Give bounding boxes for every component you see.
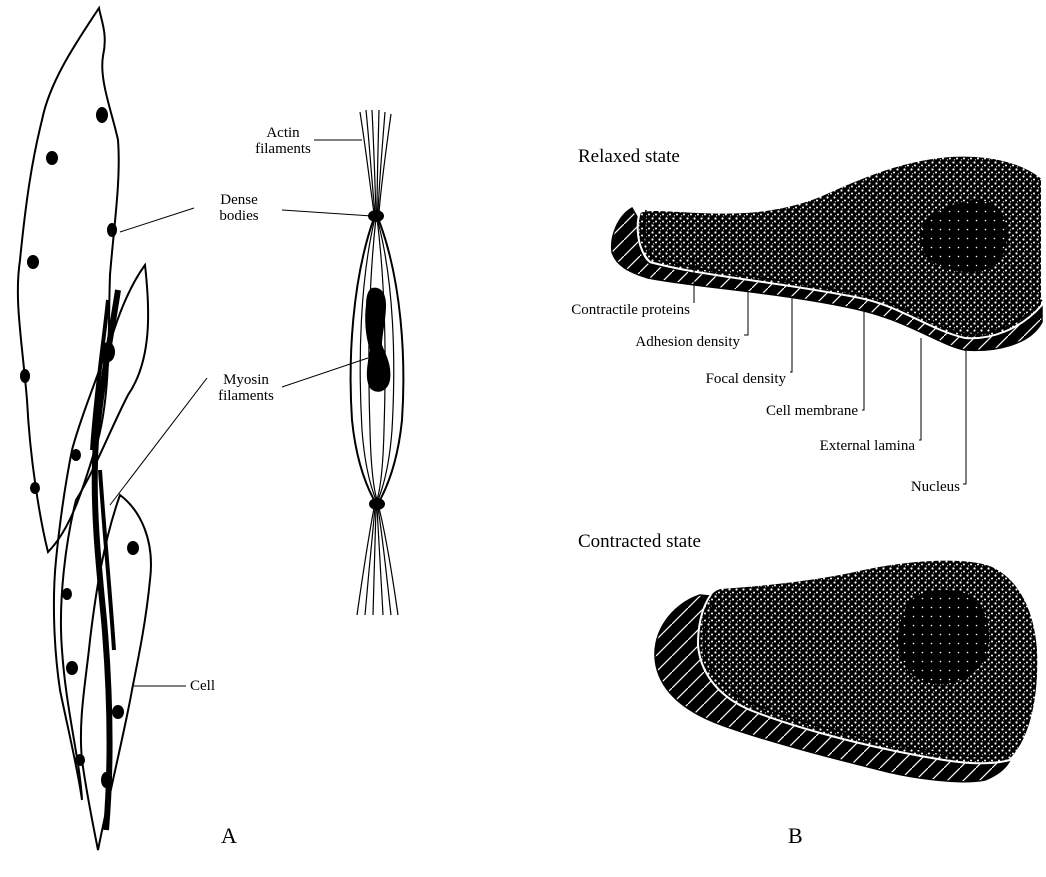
label-myosin-filaments: Myosin filaments: [207, 372, 285, 404]
label-dense-bodies: Dense bodies: [194, 192, 284, 224]
panel-label-a: A: [221, 823, 237, 849]
label-focal-density: Focal density: [606, 371, 786, 387]
label-nucleus: Nucleus: [820, 479, 960, 495]
label-myosin-line1: Myosin: [207, 372, 285, 388]
contracted-nucleus: [898, 590, 989, 684]
contracted-cell: [655, 560, 1038, 782]
smooth-muscle-cells: [18, 8, 151, 850]
label-contractile-proteins: Contractile proteins: [490, 302, 690, 318]
label-dense-line2: bodies: [194, 208, 284, 224]
label-cell-membrane: Cell membrane: [678, 403, 858, 419]
relaxed-cell: [612, 156, 1042, 351]
contracted-state-title: Contracted state: [578, 531, 701, 553]
dense-body-knots: [20, 107, 139, 788]
myosin-core: [365, 288, 390, 392]
label-actin-filaments: Actin filaments: [247, 125, 319, 157]
label-dense-line1: Dense: [194, 192, 284, 208]
label-myosin-line2: filaments: [207, 388, 285, 404]
label-cell: Cell: [190, 678, 215, 694]
label-actin-line1: Actin: [247, 125, 319, 141]
label-actin-line2: filaments: [247, 141, 319, 157]
label-external-lamina: External lamina: [735, 438, 915, 454]
label-adhesion-density: Adhesion density: [560, 334, 740, 350]
relaxed-state-title: Relaxed state: [578, 146, 680, 168]
cell-outline-lower: [81, 495, 151, 850]
panel-label-b: B: [788, 823, 803, 849]
